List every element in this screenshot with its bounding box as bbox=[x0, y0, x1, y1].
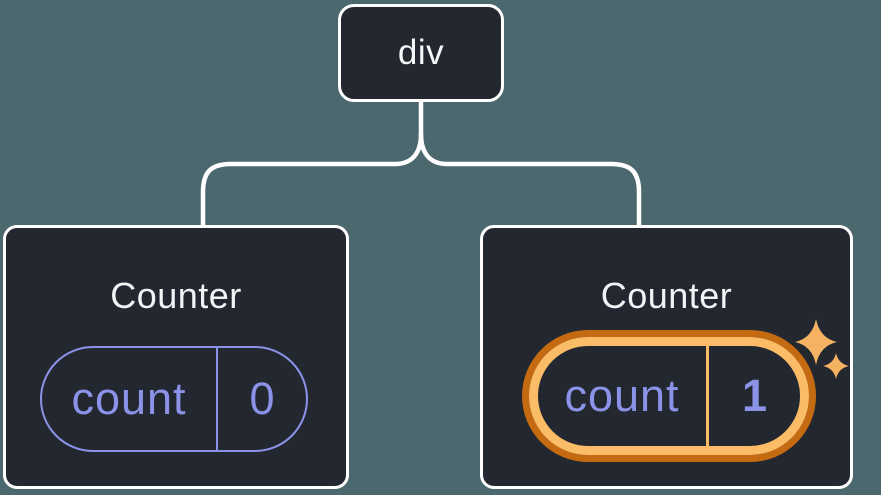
counter-node-left: Counter count 0 bbox=[3, 225, 349, 489]
connector-right-branch bbox=[418, 131, 642, 229]
state-pill-highlighted: count 1 bbox=[529, 337, 809, 455]
connector-left-branch bbox=[200, 131, 424, 229]
state-pill: count 0 bbox=[40, 346, 308, 452]
root-node: div bbox=[338, 4, 504, 102]
counter-title: Counter bbox=[110, 275, 242, 316]
state-value: 1 bbox=[706, 346, 800, 446]
state-key-label: count bbox=[564, 370, 680, 421]
state-key-label: count bbox=[71, 373, 187, 424]
root-node-label: div bbox=[397, 33, 445, 72]
counter-title: Counter bbox=[600, 275, 733, 316]
state-value: 0 bbox=[216, 348, 306, 450]
counter-node-right: Counter count 1 bbox=[480, 225, 853, 489]
